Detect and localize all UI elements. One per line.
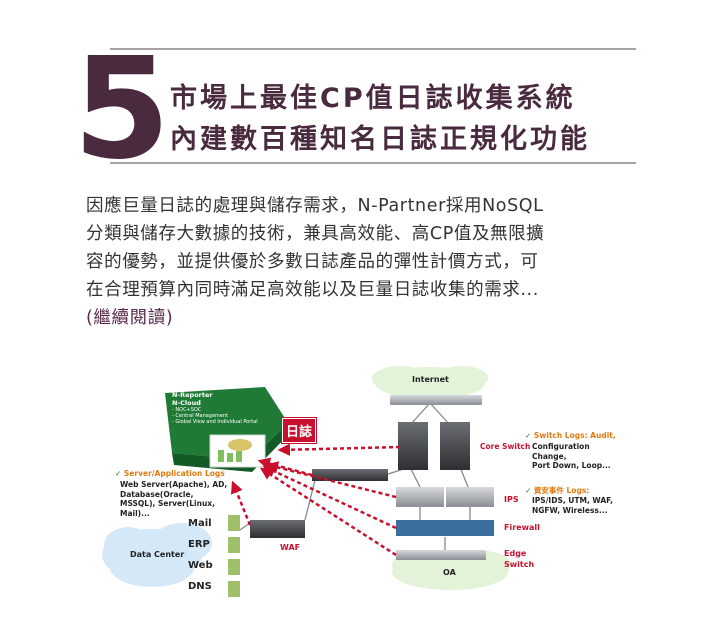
server-logs-line: Web Server(Apache), AD, — [120, 480, 228, 489]
network-links — [239, 402, 471, 550]
switch-logs-title: ✓ Switch Logs: Audit, — [525, 431, 616, 440]
body-line: 因應巨量日誌的處理與儲存需求，N-Partner採用NoSQL — [86, 196, 544, 216]
core-switch-2 — [440, 422, 470, 470]
headline-rule — [110, 162, 636, 164]
body-line: 在合理預算內同時滿足高效能以及巨量日誌收集的需求... — [86, 280, 539, 300]
internet-label: Internet — [412, 375, 449, 384]
core-switch-1 — [398, 422, 428, 470]
server-logs-line: Mail)... — [120, 508, 150, 518]
network-diagram: Internet N-Reporter N-Cloud - NOC+SOC - … — [100, 365, 620, 630]
data-center-cloud — [102, 523, 212, 587]
security-logs-title: ✓ 資安事件 Logs: — [525, 486, 590, 495]
switch-logs-line: Port Down, Loop... — [532, 461, 611, 470]
edge-switch-label-1: Edge — [504, 549, 527, 558]
firewall-appliance — [396, 520, 494, 536]
switch-logs-line: Configuration Change, — [532, 442, 590, 461]
headline-line-1: 市場上最佳CP值日誌收集系統 — [170, 83, 576, 114]
ncloud-text: N-Reporter N-Cloud - NOC+SOC - Central M… — [172, 391, 258, 425]
server-logs-line: Database(Oracle, — [120, 489, 194, 499]
server-mail: Mail — [188, 518, 212, 529]
ncloud-title-2: N-Cloud — [172, 399, 201, 407]
distribution-switch — [312, 469, 388, 481]
read-more-link[interactable]: (繼續閱讀) — [86, 308, 174, 328]
server-web: Web — [188, 560, 213, 571]
network-diagram-graphics — [102, 366, 511, 597]
ncloud-item: - NOC+SOC — [172, 407, 202, 413]
ips-appliance-1 — [396, 487, 444, 507]
ncloud-title-1: N-Reporter — [172, 391, 213, 399]
body-line: 分類與儲存大數據的技術，兼具高效能、高CP值及無限擴 — [86, 224, 545, 244]
server-logs-text: Web Server(Apache), AD, Database(Oracle,… — [120, 480, 227, 518]
server-stack — [228, 515, 240, 597]
ips-label: IPS — [504, 495, 519, 504]
server-erp: ERP — [188, 539, 210, 550]
server-logs-line: MSSQL), Server(Linux, — [120, 499, 215, 508]
section-number: 5 — [73, 28, 170, 191]
internet-cloud — [372, 366, 488, 399]
log-arrows — [230, 443, 401, 557]
server-logs-title: ✓ Server/Application Logs — [115, 469, 225, 478]
switch-logs-text: Configuration Change, Port Down, Loop... — [532, 442, 620, 471]
waf-appliance — [250, 520, 305, 538]
data-center-label: Data Center — [130, 550, 185, 559]
ips-appliance-2 — [446, 487, 494, 507]
body-paragraph: 因應巨量日誌的處理與儲存需求，N-Partner採用NoSQL 分類與儲存大數據… — [86, 192, 646, 332]
security-logs-text: IPS/IDS, UTM, WAF, NGFW, Wireless... — [532, 496, 613, 515]
log-badge: 日誌 — [280, 417, 318, 444]
firewall-label: Firewall — [504, 523, 540, 532]
security-logs-line: IPS/IDS, UTM, WAF, — [532, 496, 613, 505]
edge-switch-device — [396, 550, 486, 560]
security-logs-line: NGFW, Wireless... — [532, 505, 608, 515]
server-dns: DNS — [188, 581, 212, 592]
top-rule — [110, 48, 636, 50]
waf-label: WAF — [280, 543, 301, 552]
body-line: 容的優勢，並提供優於多數日誌產品的彈性計價方式，可 — [86, 252, 539, 272]
edge-switch-label-2: Switch — [504, 560, 535, 569]
ncloud-item: - Central Management — [172, 413, 229, 419]
internet-router — [390, 395, 482, 405]
headline-line-2: 內建數百種知名日誌正規化功能 — [170, 124, 590, 155]
ncloud-item: - Global View and Individual Portal — [172, 419, 258, 425]
core-switch-label: Core Switch — [480, 442, 531, 451]
oa-label: OA — [443, 568, 456, 577]
